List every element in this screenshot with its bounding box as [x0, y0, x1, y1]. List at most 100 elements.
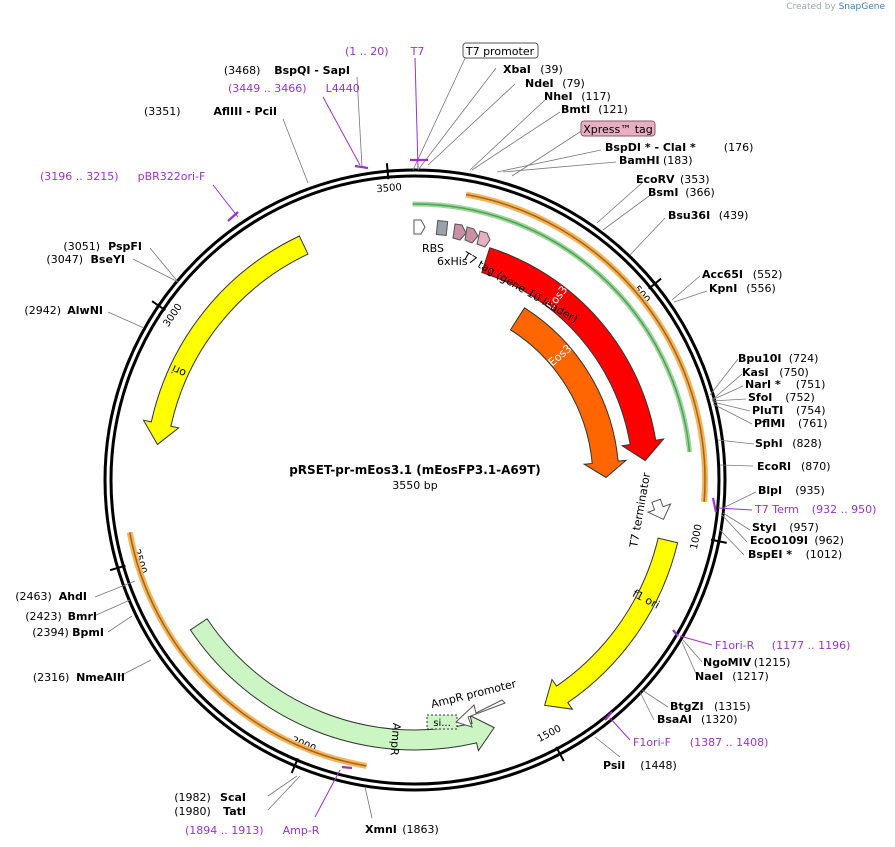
svg-text:BpmI: BpmI [72, 626, 104, 639]
svg-text:T7 Term: T7 Term [754, 503, 799, 516]
site-naei: NaeI(1217) [695, 670, 769, 683]
svg-text:(1177 .. 1196): (1177 .. 1196) [772, 639, 851, 652]
site-ahdi: AhdI(2463) [15, 590, 87, 603]
site-alwni: AlwNI (2942) [24, 304, 103, 317]
feature-label-ampr: AmpR [387, 722, 403, 756]
tick-label-3500: 3500 [376, 182, 402, 195]
site-sphi: SphI(828) [755, 437, 822, 450]
svg-text:(754): (754) [796, 404, 826, 417]
tick-label-1500: 1500 [536, 723, 564, 745]
his-tag-arrow [452, 223, 467, 241]
svg-text:BspEI *: BspEI * [748, 548, 792, 561]
site-pluti: PluTI (754) [752, 404, 826, 417]
green-arc-core [412, 203, 691, 453]
svg-text:(935): (935) [795, 484, 825, 497]
svg-text:(79): (79) [562, 77, 585, 90]
rbs-feature [413, 219, 426, 235]
svg-text:(2394): (2394) [32, 626, 69, 639]
svg-text:(552): (552) [753, 268, 783, 281]
svg-text:(121): (121) [598, 103, 628, 116]
svg-text:(176): (176) [724, 141, 754, 154]
svg-text:BmrI: BmrI [68, 610, 97, 623]
svg-text:(1980): (1980) [174, 805, 211, 818]
site-ecoo109i: EcoO109I(962) [750, 534, 844, 547]
site-psii: PsiI(1448) [603, 759, 677, 772]
site-bpu10i: Bpu10I(724) [738, 352, 818, 365]
orange-arc-right-core [465, 193, 706, 502]
svg-text:(1863): (1863) [402, 823, 439, 836]
snapgene-brand: Created by SnapGene [786, 2, 885, 12]
backbone [103, 168, 727, 792]
site-ecorv: EcoRV(353) [636, 173, 710, 186]
site-scai: ScaI (1982) [174, 791, 246, 804]
svg-text:(752): (752) [785, 391, 815, 404]
plasmid-length: 3550 bp [392, 479, 437, 492]
svg-text:SfoI: SfoI [748, 391, 772, 404]
svg-text:BspDI * - ClaI *: BspDI * - ClaI * [605, 141, 696, 154]
svg-text:BsmI: BsmI [648, 186, 679, 199]
site-nhei: NheI(117) [544, 90, 611, 103]
svg-text:XbaI: XbaI [503, 63, 531, 76]
svg-text:PflMI: PflMI [754, 417, 785, 430]
site-nmeaiii: NmeAIII(2316) [33, 671, 125, 684]
site-blpi: BlpI(935) [758, 484, 825, 497]
svg-text:(962): (962) [814, 534, 844, 547]
site-kpni: KpnI(556) [709, 282, 776, 295]
site-bmti: BmtI (121) [561, 103, 628, 116]
svg-text:Amp-R: Amp-R [283, 824, 320, 837]
svg-text:(1315): (1315) [714, 700, 751, 713]
site-bspei-: BspEI * (1012) [748, 548, 842, 561]
svg-text:T7 promoter: T7 promoter [465, 45, 535, 58]
site-bsaai: BsaAI (1320) [657, 713, 738, 726]
svg-text:NarI *: NarI * [745, 378, 781, 391]
svg-text:(439): (439) [719, 209, 749, 222]
svg-text:(870): (870) [801, 460, 831, 473]
svg-text:(183): (183) [663, 154, 693, 167]
t7-promoter-box: T7 promoter [462, 42, 539, 59]
svg-text:BsaAI: BsaAI [657, 713, 692, 726]
svg-text:(3196 .. 3215): (3196 .. 3215) [40, 170, 119, 183]
svg-text:NdeI: NdeI [525, 77, 554, 90]
primer-amp-r: (1894 .. 1913)Amp-R [185, 824, 320, 837]
svg-text:L4440: L4440 [326, 82, 360, 95]
primer-f1ori-f: F1ori-F(1387 .. 1408) [633, 736, 768, 749]
svg-text:(1982): (1982) [174, 791, 211, 804]
svg-text:(2942): (2942) [24, 304, 61, 317]
svg-text:(556): (556) [746, 282, 776, 295]
primer-lines [212, 57, 753, 818]
svg-text:(1320): (1320) [701, 713, 738, 726]
annotation-arcs [126, 191, 708, 769]
svg-text:pBR322ori-F: pBR322ori-F [138, 170, 206, 183]
svg-text:F1ori-R: F1ori-R [715, 639, 755, 652]
svg-text:(1448): (1448) [640, 759, 677, 772]
svg-text:BmtI: BmtI [561, 103, 590, 116]
primer-l4440: (3449 .. 3466) L4440 [228, 82, 360, 95]
svg-text:(353): (353) [680, 173, 710, 186]
svg-text:AlwNI: AlwNI [67, 304, 103, 317]
svg-text:(1 .. 20): (1 .. 20) [345, 45, 389, 58]
svg-text:(2423): (2423) [25, 610, 62, 623]
svg-text:(1012): (1012) [806, 548, 843, 561]
svg-text:F1ori-F: F1ori-F [633, 736, 671, 749]
orange-arc-left-core [129, 532, 367, 767]
tick-label-1000: 1000 [689, 523, 705, 550]
svg-text:XmnI: XmnI [365, 823, 397, 836]
primer-t7: (1 .. 20)T7 [345, 45, 424, 58]
svg-text:NheI: NheI [544, 90, 573, 103]
svg-text:ScaI: ScaI [220, 791, 246, 804]
svg-text:(761): (761) [798, 417, 828, 430]
svg-text:(3449 .. 3466): (3449 .. 3466) [228, 82, 307, 95]
site-bamhi: BamHI(183) [619, 154, 693, 167]
site-bpmi: BpmI(2394) [32, 626, 104, 639]
svg-text:PluTI: PluTI [752, 404, 783, 417]
primer-marks [227, 158, 718, 770]
site-sfoi: SfoI (752) [748, 391, 815, 404]
site-ecori: EcoRI(870) [757, 460, 831, 473]
feature-f1-ori [544, 537, 679, 710]
svg-text:NaeI: NaeI [695, 670, 723, 683]
svg-text:(2316): (2316) [33, 671, 70, 684]
feature-ori [142, 235, 309, 446]
site-ngomiv: NgoMIV(1215) [703, 656, 790, 669]
tick-3500 [385, 163, 390, 180]
